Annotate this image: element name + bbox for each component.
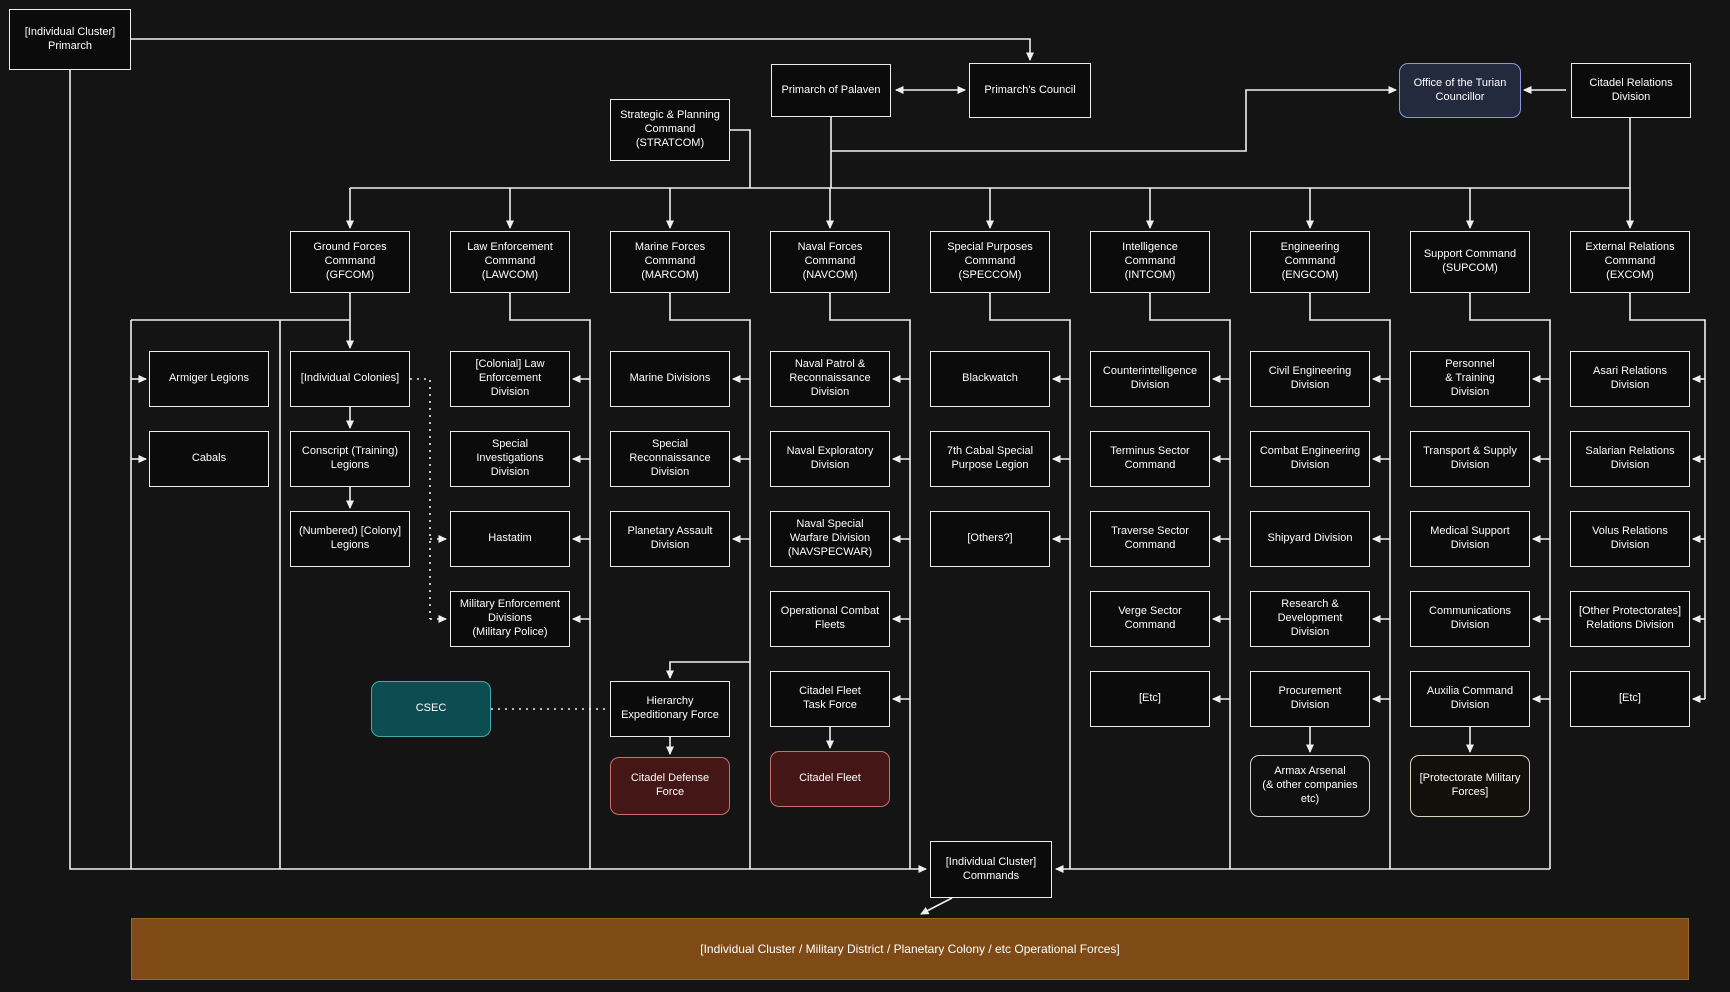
node-salarian-relations: Salarian Relations Division [1570,431,1690,487]
node-supcom: Support Command (SUPCOM) [1410,231,1530,293]
node-cluster-primarch: [Individual Cluster] Primarch [9,9,131,70]
node-cabals: Cabals [149,431,269,487]
node-counterintelligence: Counterintelligence Division [1090,351,1210,407]
node-primarchs-council: Primarch's Council [969,63,1091,118]
node-asari-relations: Asari Relations Division [1570,351,1690,407]
node-lawcom: Law Enforcement Command (LAWCOM) [450,231,570,293]
node-engcom: Engineering Command (ENGCOM) [1250,231,1370,293]
node-excom: External Relations Command (EXCOM) [1570,231,1690,293]
node-marine-divisions: Marine Divisions [610,351,730,407]
node-colonial-law-enforcement: [Colonial] Law Enforcement Division [450,351,570,407]
node-research-development: Research & Development Division [1250,591,1370,647]
node-shipyard: Shipyard Division [1250,511,1370,567]
node-armiger-legions: Armiger Legions [149,351,269,407]
node-naval-exploratory: Naval Exploratory Division [770,431,890,487]
node-others: [Others?] [930,511,1050,567]
node-gfcom: Ground Forces Command (GFCOM) [290,231,410,293]
node-planetary-assault: Planetary Assault Division [610,511,730,567]
node-etc-intcom: [Etc] [1090,671,1210,727]
node-personnel-training: Personnel & Training Division [1410,351,1530,407]
node-verge-sector: Verge Sector Command [1090,591,1210,647]
node-seventh-cabal: 7th Cabal Special Purpose Legion [930,431,1050,487]
node-stratcom: Strategic & Planning Command (STRATCOM) [610,99,730,161]
node-citadel-relations-division: Citadel Relations Division [1571,63,1691,118]
node-blackwatch: Blackwatch [930,351,1050,407]
node-procurement: Procurement Division [1250,671,1370,727]
node-terminus-sector: Terminus Sector Command [1090,431,1210,487]
node-special-investigations: Special Investigations Division [450,431,570,487]
node-hastatim: Hastatim [450,511,570,567]
node-medical-support: Medical Support Division [1410,511,1530,567]
node-individual-colonies: [Individual Colonies] [290,351,410,407]
operational-forces-bar: [Individual Cluster / Military District … [131,918,1689,980]
node-etc-excom: [Etc] [1570,671,1690,727]
node-citadel-defense-force: Citadel Defense Force [610,757,730,815]
node-communications: Communications Division [1410,591,1530,647]
node-armax-arsenal: Armax Arsenal (& other companies etc) [1250,755,1370,817]
node-citadel-fleet: Citadel Fleet [770,751,890,807]
node-protectorate-military-forces: [Protectorate Military Forces] [1410,755,1530,817]
node-naval-patrol-reconnaissance: Naval Patrol & Reconnaissance Division [770,351,890,407]
node-traverse-sector: Traverse Sector Command [1090,511,1210,567]
node-military-enforcement: Military Enforcement Divisions (Military… [450,591,570,647]
node-csec: CSEC [371,681,491,737]
node-citadel-fleet-task-force: Citadel Fleet Task Force [770,671,890,727]
node-civil-engineering: Civil Engineering Division [1250,351,1370,407]
node-auxilia-command: Auxilia Command Division [1410,671,1530,727]
node-speccom: Special Purposes Command (SPECCOM) [930,231,1050,293]
node-combat-engineering: Combat Engineering Division [1250,431,1370,487]
node-transport-supply: Transport & Supply Division [1410,431,1530,487]
node-office-turian-councillor: Office of the Turian Councillor [1399,63,1521,118]
node-cluster-commands: [Individual Cluster] Commands [930,841,1052,898]
node-hierarchy-expeditionary-force: Hierarchy Expeditionary Force [610,681,730,737]
node-other-protectorates-relations: [Other Protectorates] Relations Division [1570,591,1690,647]
node-navcom: Naval Forces Command (NAVCOM) [770,231,890,293]
node-intcom: Intelligence Command (INTCOM) [1090,231,1210,293]
node-marcom: Marine Forces Command (MARCOM) [610,231,730,293]
node-conscript-legions: Conscript (Training) Legions [290,431,410,487]
node-operational-combat-fleets: Operational Combat Fleets [770,591,890,647]
node-special-reconnaissance: Special Reconnaissance Division [610,431,730,487]
node-primarch-of-palaven: Primarch of Palaven [771,64,891,117]
node-navspecwar: Naval Special Warfare Division (NAVSPECW… [770,511,890,567]
node-numbered-colony-legions: (Numbered) [Colony] Legions [290,511,410,567]
node-volus-relations: Volus Relations Division [1570,511,1690,567]
